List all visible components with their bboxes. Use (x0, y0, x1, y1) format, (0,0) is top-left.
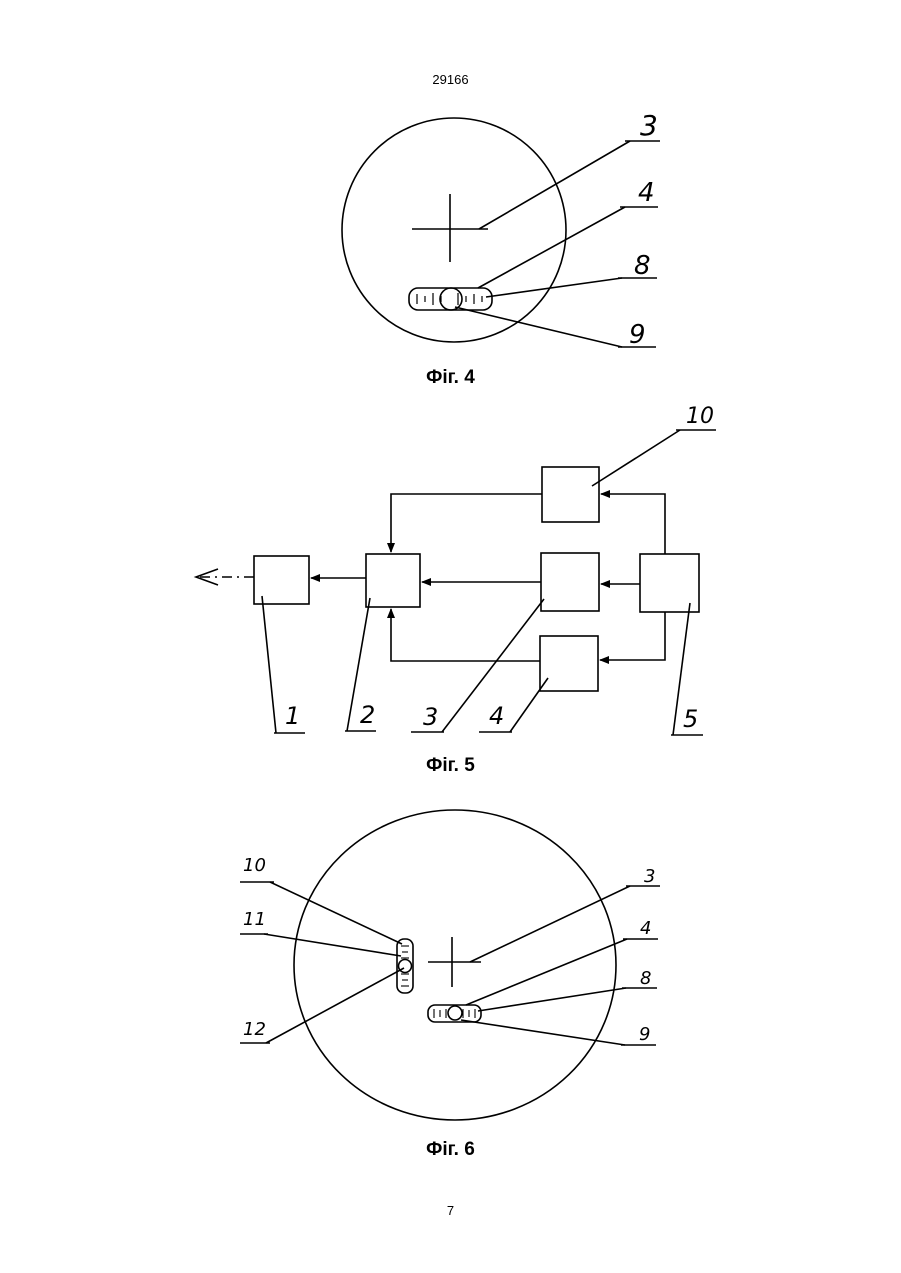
fig6-label-4: 4 (640, 918, 651, 939)
fig6-view-circle (294, 810, 616, 1120)
fig6-leader-10 (270, 882, 402, 944)
fig6-label-9: 9 (639, 1024, 650, 1045)
fig6-leader-3 (470, 886, 630, 962)
fig6-horizontal-scale-ticks (434, 1009, 475, 1018)
fig6-label-10: 10 (243, 855, 266, 876)
fig6-vertical-scale (397, 939, 413, 993)
fig6-vertical-scale-ticks (401, 946, 409, 986)
figure-6: 3 4 8 9 10 11 12 (0, 0, 901, 1160)
fig6-horizontal-pointer-circle (448, 1006, 462, 1020)
fig6-label-12: 12 (243, 1019, 266, 1040)
fig6-leader-11 (264, 934, 401, 956)
fig6-label-8: 8 (640, 968, 651, 989)
fig6-caption: Фіг. 6 (0, 1139, 901, 1161)
fig6-leader-4 (466, 939, 627, 1005)
fig6-leader-12 (266, 968, 404, 1043)
fig6-label-11: 11 (243, 909, 266, 930)
fig6-label-3: 3 (644, 866, 655, 887)
page-number-bottom: 7 (0, 1203, 901, 1218)
